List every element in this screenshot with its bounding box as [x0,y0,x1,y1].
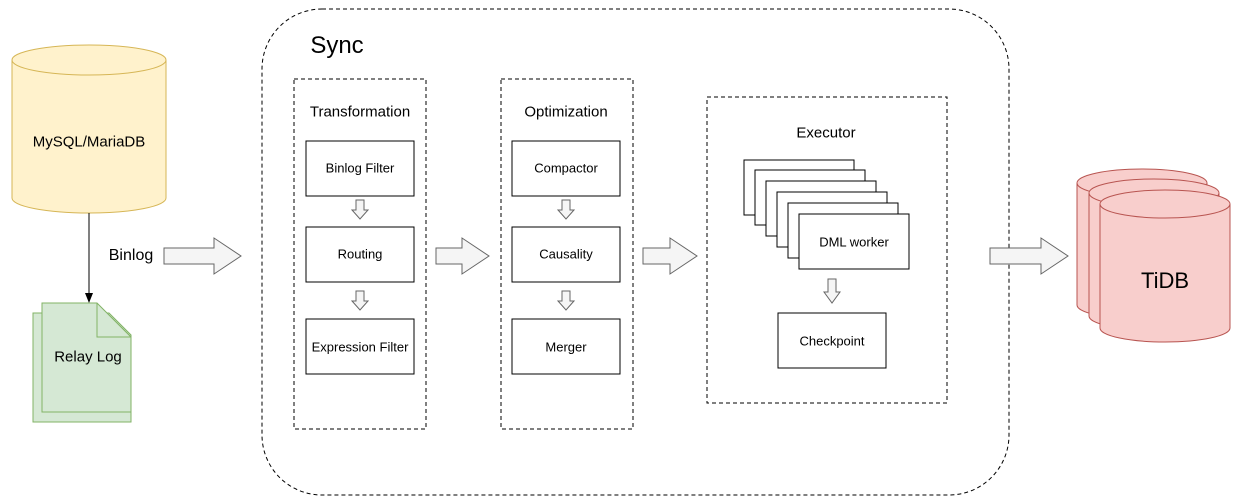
expression-filter-box [305,318,415,375]
down-arrow-icon [350,290,370,311]
binlog-filter-label: Binlog Filter [325,160,395,176]
dml-worker-label: DML worker [819,234,889,250]
right-arrow-icon [642,237,698,275]
checkpoint-box [777,312,887,369]
down-arrow-icon [823,278,841,304]
mysql-mariadb-cylinder [11,44,167,214]
merger-box [511,318,621,375]
compactor-box [511,140,621,197]
mysql-mariadb-label: MySQL/MariaDB [32,133,146,151]
routing-box [305,226,415,283]
tidb-cylinder-stack [1076,168,1231,343]
right-arrow-icon [163,237,242,275]
expression-filter-label: Expression Filter [311,339,409,355]
binlog-label: Binlog [108,247,154,264]
transformation-title: Transformation [309,103,411,121]
sync-title: Sync [310,32,364,59]
right-arrow-icon [989,237,1069,275]
executor-stage [706,96,948,404]
compactor-label: Compactor [534,160,598,176]
executor-title: Executor [796,124,856,142]
merger-label: Merger [545,339,587,355]
down-arrow-icon [556,199,576,220]
dml-worker-stack [743,159,910,270]
down-arrow-icon [556,290,576,311]
optimization-title: Optimization [524,103,608,121]
relay-log-label: Relay Log [54,348,122,366]
down-arrow-icon [350,199,370,220]
transformation-stage [293,78,427,430]
causality-box [511,226,621,283]
relay-log-document [32,302,132,423]
right-arrow-icon [435,237,490,275]
causality-label: Causality [539,246,593,262]
optimization-stage [500,78,634,430]
routing-label: Routing [337,246,383,262]
binlog-filter-box [305,140,415,197]
tidb-label: TiDB [1140,268,1190,293]
checkpoint-label: Checkpoint [799,333,865,349]
